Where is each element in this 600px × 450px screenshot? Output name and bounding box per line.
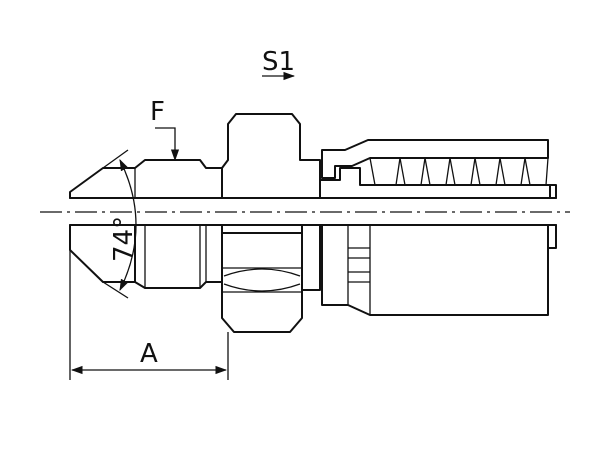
upper-section [69, 113, 551, 199]
angle-dimension: 74° [102, 149, 139, 299]
length-dimension: A [69, 250, 229, 380]
thread-groove-line [199, 159, 207, 169]
insert-stem-section [319, 167, 551, 199]
flat-label: F [150, 97, 165, 127]
hex-size-dimension: S1 [262, 47, 296, 81]
hex-flat-arc [223, 283, 301, 292]
angle-ext-line [102, 281, 129, 299]
flat-dimension: F [150, 97, 180, 162]
lower-view [69, 184, 557, 333]
length-label: A [140, 339, 158, 369]
ferrule-section [321, 139, 549, 179]
hex-flat-arc [223, 268, 301, 277]
end-cap [547, 224, 557, 249]
hex-upper-section [221, 113, 321, 199]
angle-label: 74° [109, 216, 139, 262]
hex-lower [221, 232, 303, 333]
collar-lower [301, 224, 321, 291]
angle-ext-line [102, 149, 129, 169]
flat-leader [155, 127, 180, 162]
thread-body-lower [134, 224, 223, 289]
angle-arc [119, 158, 137, 292]
cone-thread-section [69, 159, 223, 199]
ferrule-teeth [369, 157, 549, 186]
hex-size-label: S1 [262, 47, 295, 77]
ferrule-lower [321, 224, 549, 316]
